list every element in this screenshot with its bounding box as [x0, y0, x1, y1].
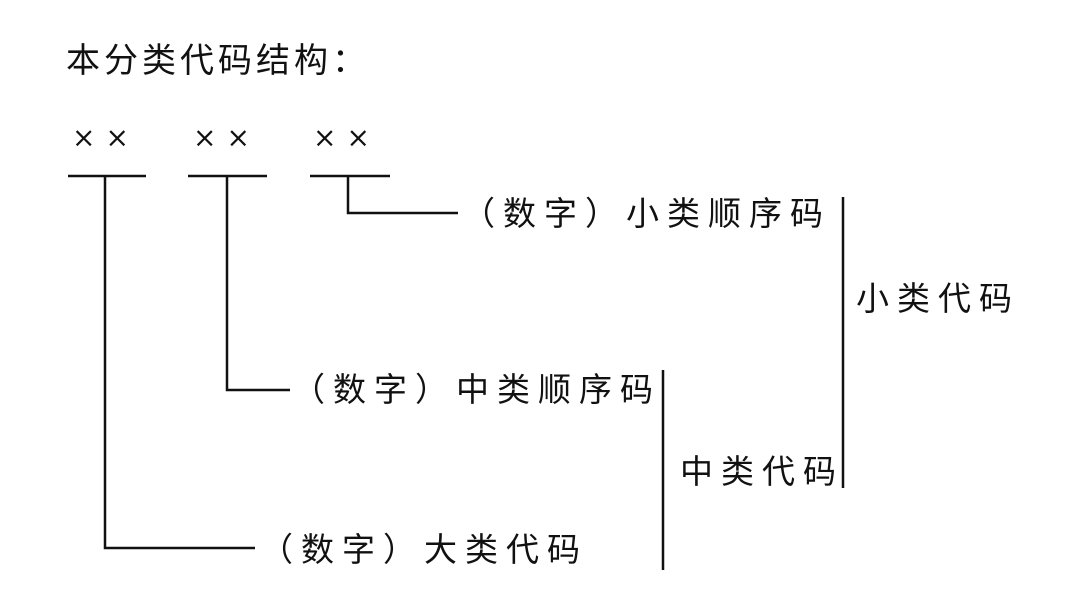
label-small-code: 小类代码 — [856, 279, 1020, 318]
label-small-sequence: （数字）小类顺序码 — [462, 194, 831, 233]
code-group-middle: ×× — [193, 121, 260, 154]
connector-small — [346, 176, 458, 215]
diagram-title: 本分类代码结构： — [66, 41, 370, 81]
label-middle-code: 中类代码 — [680, 452, 844, 491]
connector-middle — [225, 176, 290, 392]
connector-major — [103, 176, 255, 550]
code-group-major: ×× — [72, 121, 139, 154]
code-group-small: ×× — [313, 121, 380, 154]
label-middle-sequence: （数字）中类顺序码 — [292, 370, 661, 409]
label-major-code: （数字）大类代码 — [260, 530, 588, 569]
